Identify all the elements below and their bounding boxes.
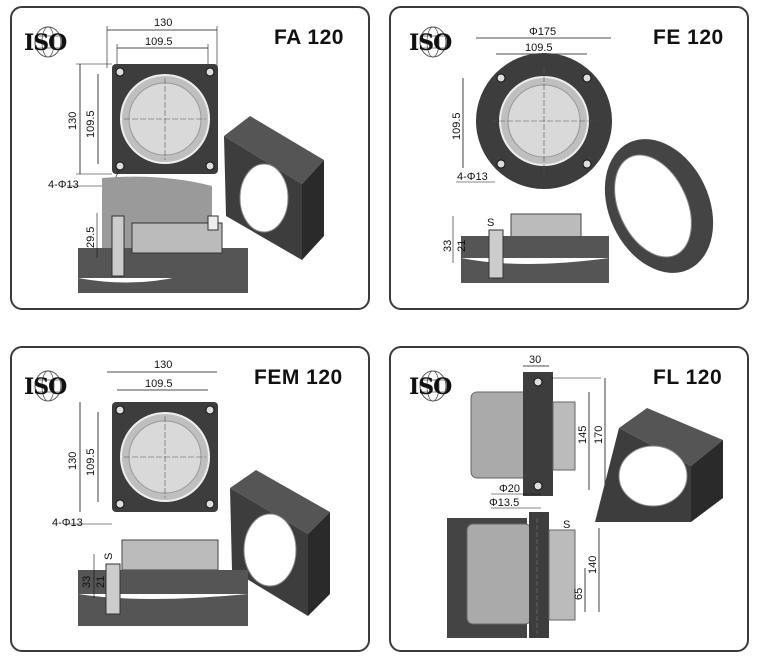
dim-v-inner: 109.5: [451, 112, 463, 140]
dim-v-inner: 109.5: [85, 110, 97, 138]
dim-h2: 21: [95, 576, 107, 588]
fem-drawing: 130 109.5 130 109.5 4-Φ13 S 33 21: [52, 359, 330, 626]
dim-v2: 65: [573, 588, 585, 600]
dim-d2: Φ13.5: [489, 497, 519, 509]
dim-h1: 33: [442, 240, 454, 252]
fe-drawing: Φ175 109.5 109.5 4-Φ13 S 33 21: [442, 26, 714, 283]
dim-v-outer: 130: [67, 112, 79, 130]
dim-holes: 4-Φ13: [52, 517, 83, 529]
dim-h-outer: 170: [593, 426, 605, 444]
iso-logo-text: ISO: [24, 374, 67, 400]
fl-drawing: 30 145 170 Φ20 Φ13.5 S 140 65: [447, 354, 723, 638]
dim-outer: 130: [154, 17, 172, 29]
dim-h2: 21: [456, 240, 468, 252]
dim-holes: 4-Φ13: [457, 171, 488, 183]
iso-logo: ISO: [407, 24, 457, 60]
iso-logo: ISO: [22, 24, 72, 60]
dim-width: 30: [529, 354, 541, 366]
panel-fl-120: ISO FL 120 30 145 170 Φ20 Φ13.5 S 140 65: [389, 346, 749, 652]
dim-s: S: [487, 217, 494, 229]
dim-s: S: [103, 553, 115, 560]
foot-flange: [523, 372, 553, 496]
dim-inner: 109.5: [525, 42, 553, 54]
iso-logo-text: ISO: [409, 374, 452, 400]
iso-logo-text: ISO: [409, 30, 452, 56]
dim-h-inner: 145: [577, 426, 589, 444]
fa-drawing: 130 109.5 130 109.5 4-Φ13 29.5: [48, 17, 324, 293]
dim-d1: Φ20: [499, 483, 520, 495]
dim-holes: 4-Φ13: [48, 179, 79, 191]
dim-s: S: [563, 519, 570, 531]
panel-title: FEM 120: [254, 366, 343, 389]
panel-fa-120: ISO FA 120 130 109.5 130 109.5 4-Φ13: [10, 6, 370, 310]
panel-fem-120: ISO FEM 120 130 109.5 130 109.5 4-Φ13 S …: [10, 346, 370, 652]
dim-outer: Φ175: [529, 26, 556, 38]
iso-logo: ISO: [407, 368, 457, 404]
panel-title: FE 120: [653, 26, 724, 49]
dim-v-inner: 109.5: [85, 448, 97, 476]
dim-outer: 130: [154, 359, 172, 371]
dim-h1: 33: [81, 576, 93, 588]
globe-icon: [34, 370, 62, 402]
globe-icon: [34, 26, 62, 58]
dim-v1: 140: [587, 556, 599, 574]
dim-depth: 29.5: [85, 227, 97, 248]
dim-v-outer: 130: [67, 452, 79, 470]
iso-logo-text: ISO: [24, 30, 67, 56]
panel-fe-120: ISO FE 120 Φ175 109.5 109.5 4-Φ13 S 33 2…: [389, 6, 749, 310]
dim-inner: 109.5: [145, 378, 173, 390]
globe-icon: [419, 26, 447, 58]
panel-title: FL 120: [653, 366, 723, 389]
panel-title: FA 120: [274, 26, 344, 49]
iso-logo: ISO: [22, 368, 72, 404]
dim-inner: 109.5: [145, 36, 173, 48]
globe-icon: [419, 370, 447, 402]
